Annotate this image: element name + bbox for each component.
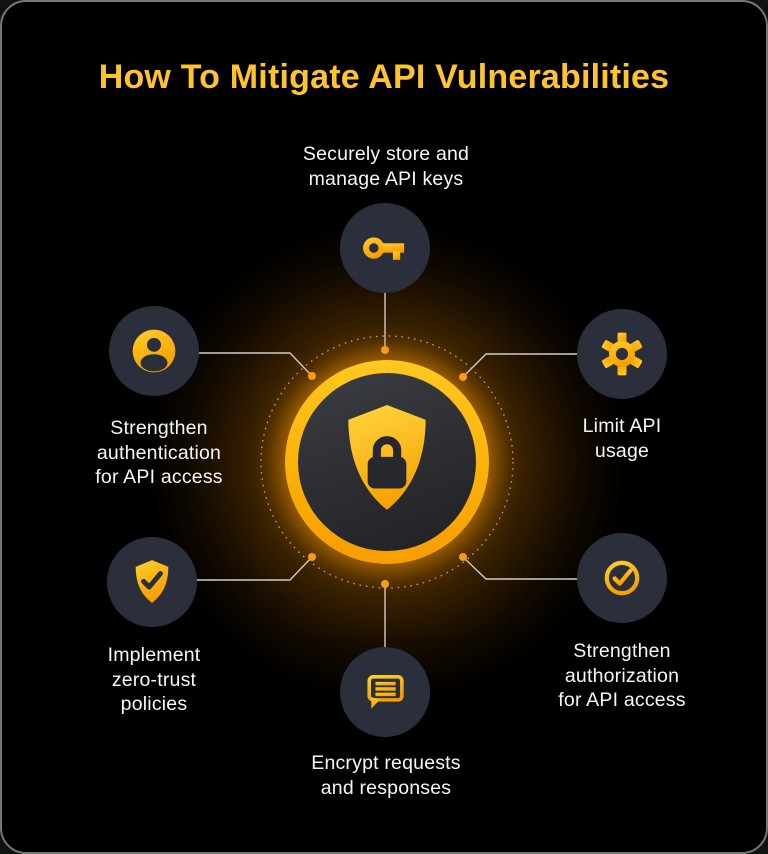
key-icon xyxy=(363,237,405,260)
label-line: Securely store and xyxy=(302,143,470,165)
label-line: usage xyxy=(594,439,650,462)
label-line: for API access xyxy=(95,466,223,488)
label-line: and responses xyxy=(320,776,452,799)
shield-check-icon xyxy=(135,560,169,603)
gear-icon xyxy=(601,332,643,376)
node-authorization xyxy=(577,533,667,623)
center-emblem-inner xyxy=(298,373,476,551)
check-circle-icon xyxy=(604,560,640,596)
label-limit-usage: Limit API usage xyxy=(583,414,662,463)
node-authentication xyxy=(109,306,199,396)
label-authorization: Strengthen authorization for API access xyxy=(558,639,685,713)
label-line: Strengthen xyxy=(573,640,671,662)
node-zero-trust xyxy=(107,537,197,627)
label-authentication: Strengthen authentication for API access xyxy=(95,416,222,490)
label-line: zero-trust xyxy=(111,668,197,691)
label-line: Encrypt requests xyxy=(311,752,461,774)
label-line: Limit API xyxy=(582,415,662,437)
node-limit-usage xyxy=(577,309,667,399)
node-encryption xyxy=(340,647,430,737)
page-title: How To Mitigate API Vulnerabilities xyxy=(98,58,670,96)
label-line: policies xyxy=(120,693,188,715)
node-api-keys xyxy=(340,203,430,293)
label-line: authorization xyxy=(564,664,680,687)
label-line: for API access xyxy=(558,689,686,711)
label-api-keys: Securely store and manage API keys xyxy=(303,142,469,191)
label-encryption: Encrypt requests and responses xyxy=(311,751,461,800)
label-line: Implement xyxy=(107,644,201,666)
user-icon xyxy=(132,329,176,373)
shield-lock-icon xyxy=(348,405,426,510)
center-emblem xyxy=(285,360,489,564)
label-zero-trust: Implement zero-trust policies xyxy=(108,643,201,717)
label-line: authentication xyxy=(96,441,222,464)
label-line: manage API keys xyxy=(308,167,464,190)
label-line: Strengthen xyxy=(110,417,208,439)
chat-icon xyxy=(367,675,404,709)
